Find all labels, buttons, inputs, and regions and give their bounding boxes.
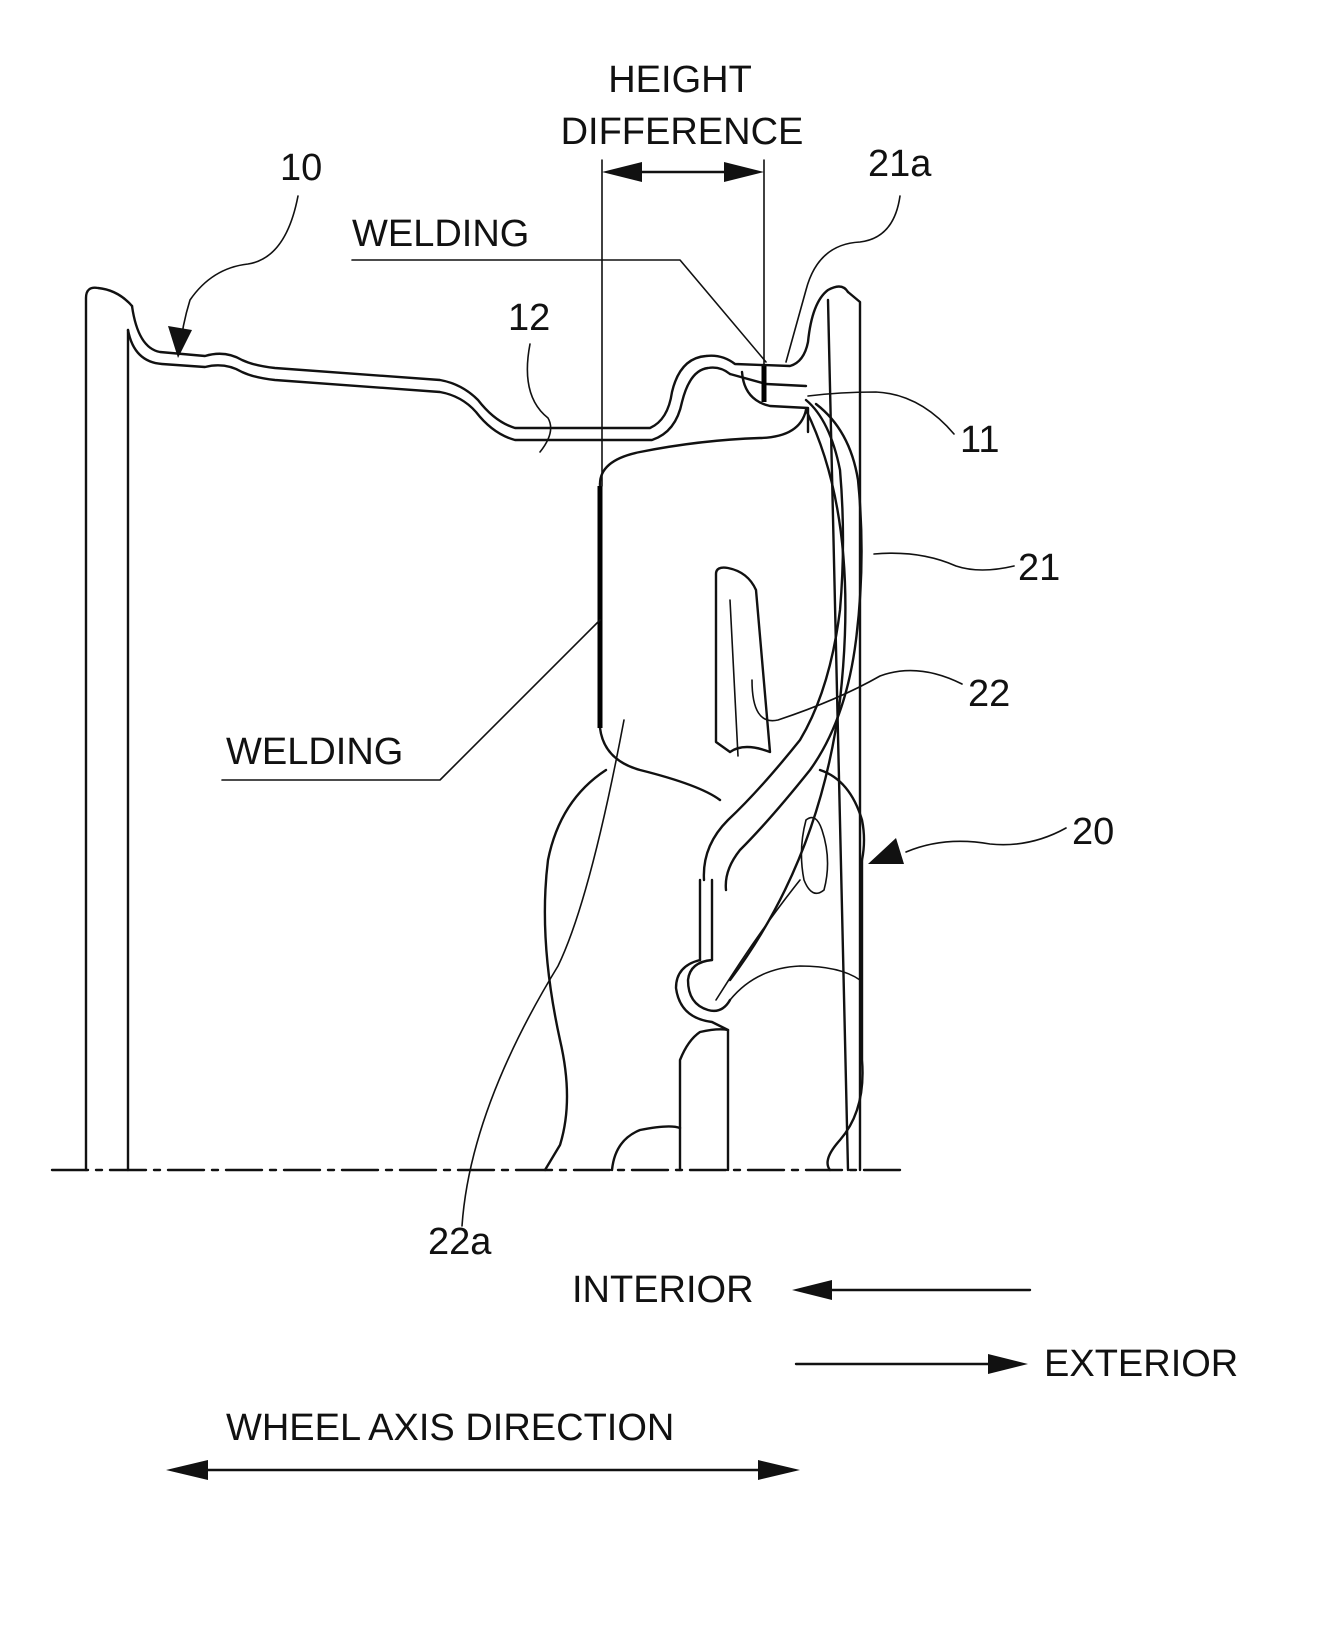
ref-label-22: 22 xyxy=(968,673,1010,715)
wheel-rim xyxy=(86,286,860,1170)
leader-21 xyxy=(874,553,1014,570)
welding-leader-top xyxy=(352,260,766,362)
welding-label-top: WELDING xyxy=(352,213,529,255)
leader-22 xyxy=(752,671,962,721)
leader-12 xyxy=(527,344,550,452)
ref-label-20: 20 xyxy=(1072,811,1114,853)
ref-label-21: 21 xyxy=(1018,547,1060,589)
wheel-disc xyxy=(545,400,864,1170)
exterior-label: EXTERIOR xyxy=(1044,1343,1238,1385)
ref-label-22a: 22a xyxy=(428,1221,492,1263)
height-difference-label-line1: HEIGHT xyxy=(608,59,752,101)
wheel-axis-arrowhead-right xyxy=(758,1460,800,1480)
ref-label-10: 10 xyxy=(280,147,322,189)
height-difference-label-line2: DIFFERENCE xyxy=(561,111,804,153)
interior-label: INTERIOR xyxy=(572,1269,754,1311)
wheel-axis-direction-label: WHEEL AXIS DIRECTION xyxy=(226,1407,674,1449)
ref-label-11: 11 xyxy=(960,419,999,461)
ref-label-12: 12 xyxy=(508,297,550,339)
exterior-arrowhead xyxy=(988,1354,1028,1374)
arrow-20 xyxy=(868,838,904,864)
ref-label-21a: 21a xyxy=(868,143,932,185)
flange-joint-detail xyxy=(730,366,808,432)
height-difference-dimension xyxy=(602,160,764,486)
leader-20 xyxy=(906,828,1066,852)
interior-arrowhead xyxy=(792,1280,832,1300)
leader-21a xyxy=(786,196,900,362)
leader-22a xyxy=(462,720,624,1226)
leader-10 xyxy=(180,196,298,350)
wheel-axis-arrowhead-left xyxy=(166,1460,208,1480)
welding-label-left: WELDING xyxy=(226,731,403,773)
